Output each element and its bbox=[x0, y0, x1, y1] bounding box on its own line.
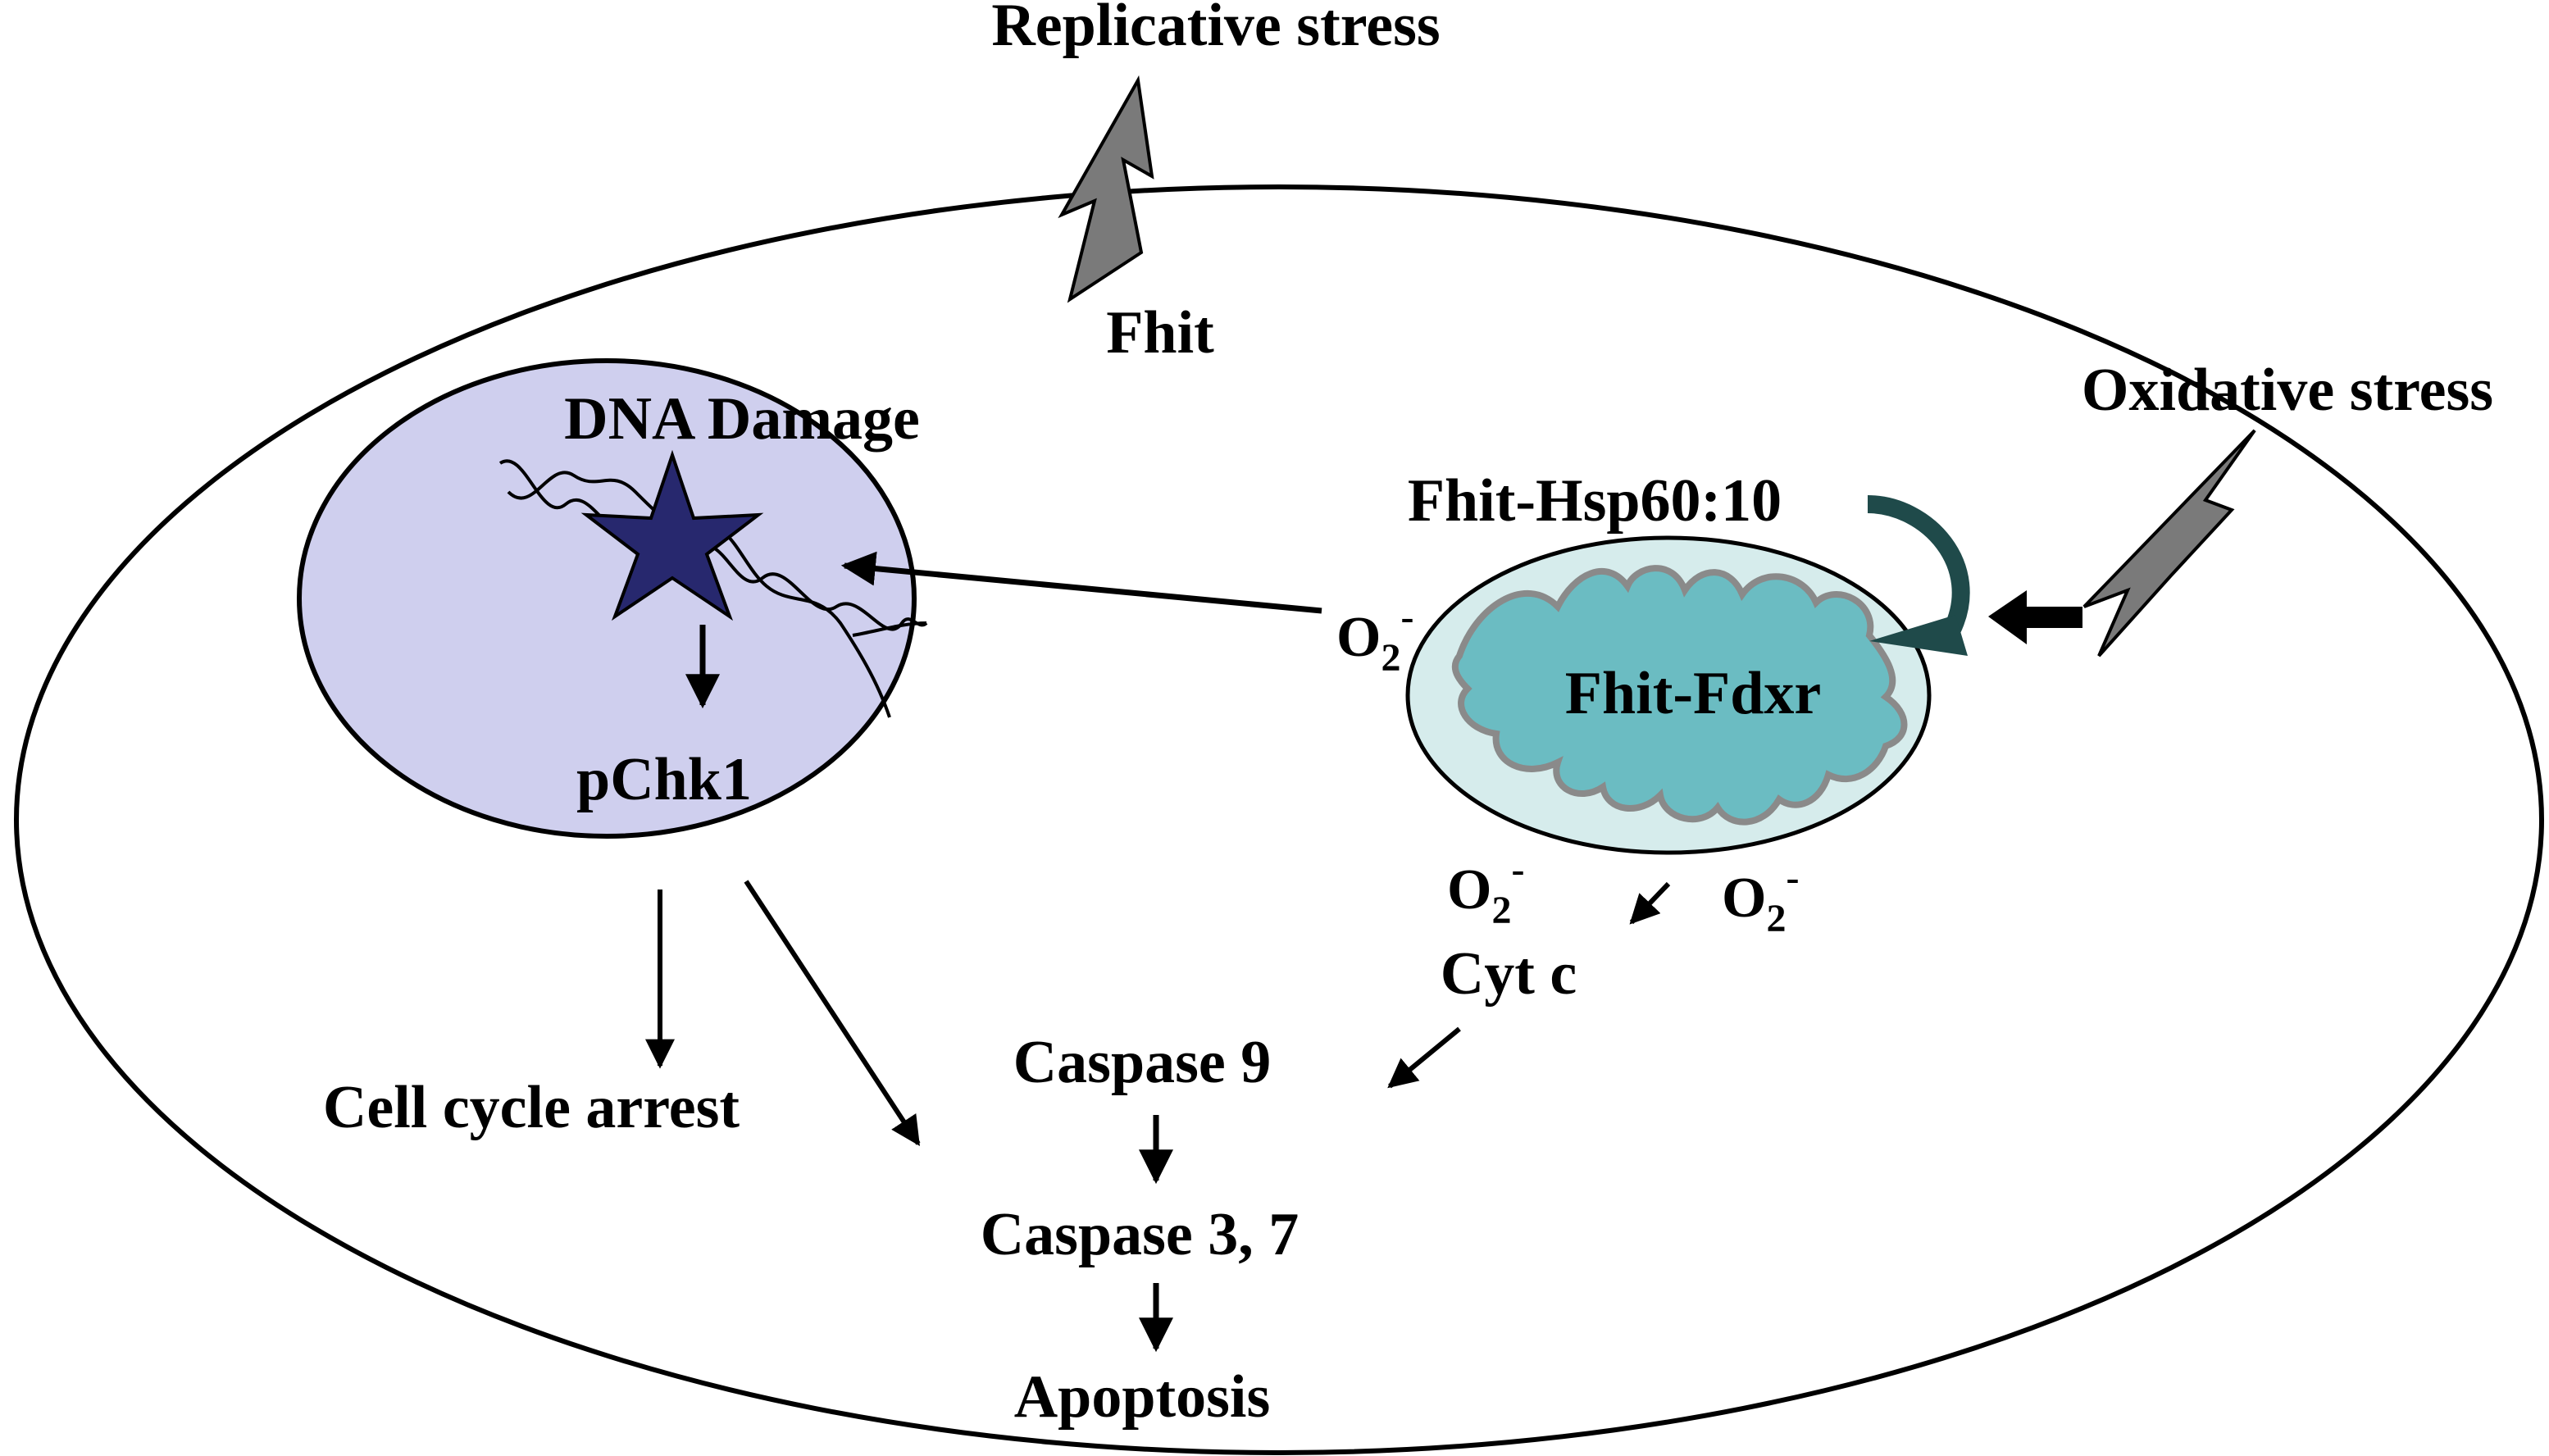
svg-text:O2-: O2- bbox=[1722, 856, 1799, 940]
mitochondrion bbox=[1405, 535, 1932, 855]
nucleus bbox=[297, 358, 917, 839]
svg-text:O2-: O2- bbox=[1447, 848, 1524, 932]
block-arrow-icon bbox=[1988, 590, 2082, 644]
superoxide-label: O2- bbox=[1447, 848, 1524, 932]
caspase37-label: Caspase 3, 7 bbox=[981, 1201, 1300, 1268]
apoptosis-label: Apoptosis bbox=[1014, 1363, 1271, 1431]
caspase9-label: Caspase 9 bbox=[1013, 1029, 1272, 1096]
cristae bbox=[1451, 565, 1908, 826]
pchk1-label: pChk1 bbox=[576, 746, 752, 813]
fhit-hsp60-label: Fhit-Hsp60:10 bbox=[1408, 467, 1782, 535]
curved-arrow-icon bbox=[1867, 495, 1970, 656]
superoxide-label: O2- bbox=[1336, 595, 1413, 680]
cytc-to-caspase9-arrow bbox=[1387, 1026, 1461, 1089]
lightning-bolt-icon bbox=[1058, 75, 1154, 303]
dna-damage-label: DNA Damage bbox=[564, 385, 920, 453]
replicative-stress-label: Replicative stress bbox=[991, 0, 1440, 59]
fhit-fdxr-label: Fhit-Fdxr bbox=[1565, 660, 1821, 727]
cell-cycle-arrest-label: Cell cycle arrest bbox=[323, 1074, 740, 1141]
ros-to-cytc-arrow bbox=[1629, 881, 1671, 925]
ros-to-nucleus-arrow bbox=[840, 551, 1322, 614]
lightning-bolt-icon bbox=[2082, 429, 2256, 657]
superoxide-label: O2- bbox=[1722, 856, 1799, 940]
fhit-label: Fhit bbox=[1106, 299, 1214, 366]
star-icon bbox=[580, 449, 764, 621]
oxidative-stress-label: Oxidative stress bbox=[2082, 357, 2493, 424]
to-caspase-arrow bbox=[744, 880, 921, 1147]
svg-text:O2-: O2- bbox=[1336, 595, 1413, 680]
cyt-c-label: Cyt c bbox=[1441, 940, 1577, 1008]
